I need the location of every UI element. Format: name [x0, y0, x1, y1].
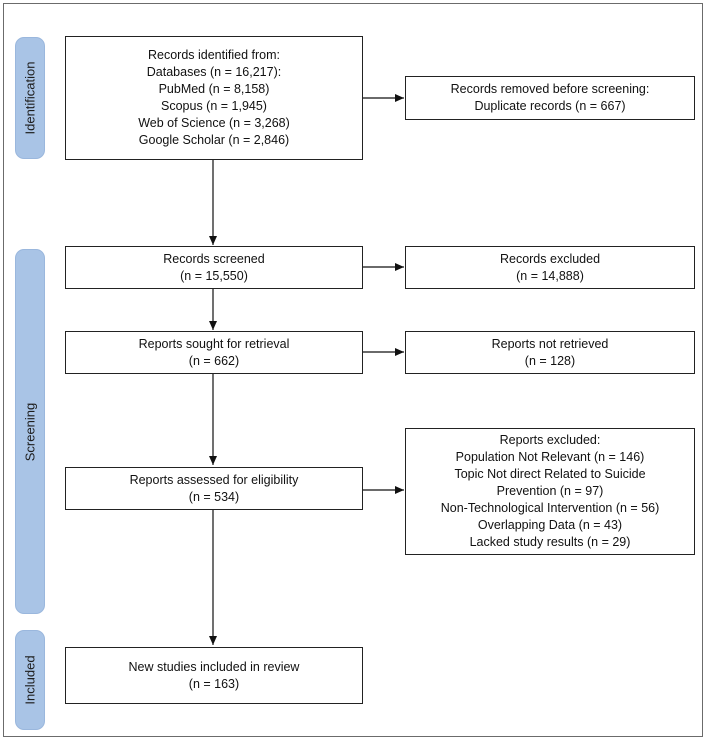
records-screened-line-2: (n = 15,550)	[180, 268, 248, 283]
reports-excluded-line-5: Non-Technological Intervention (n = 56)	[440, 501, 660, 515]
reports-not-retrieved-line-2: (n = 128)	[524, 353, 576, 368]
records-excluded-box: Records excluded (n = 14,888)	[405, 246, 695, 289]
records-removed-line-1: Records removed before screening:	[450, 82, 650, 96]
phase-included: Included	[15, 630, 45, 730]
reports-excluded-line-7: Lacked study results (n = 29)	[469, 535, 631, 549]
reports-excluded-line-4: Prevention (n = 97)	[496, 484, 604, 498]
records-identified-line-3: PubMed (n = 8,158)	[158, 82, 270, 96]
records-excluded-line-1: Records excluded	[499, 251, 601, 266]
reports-sought-line-2: (n = 662)	[188, 353, 240, 368]
reports-excluded-line-6: Overlapping Data (n = 43)	[477, 518, 623, 532]
phase-identification: Identification	[15, 37, 45, 159]
records-removed-box: Records removed before screening: Duplic…	[405, 76, 695, 120]
reports-excluded-line-1: Reports excluded:	[499, 433, 601, 447]
reports-assessed-line-1: Reports assessed for eligibility	[129, 472, 299, 487]
records-identified-line-5: Web of Science (n = 3,268)	[138, 116, 290, 130]
studies-included-line-1: New studies included in review	[128, 659, 300, 674]
records-identified-line-2: Databases (n = 16,217):	[146, 65, 282, 79]
records-screened-box: Records screened (n = 15,550)	[65, 246, 363, 289]
records-identified-line-4: Scopus (n = 1,945)	[161, 99, 267, 113]
reports-not-retrieved-box: Reports not retrieved (n = 128)	[405, 331, 695, 374]
records-identified-line-1: Records identified from:	[147, 48, 280, 62]
reports-sought-line-1: Reports sought for retrieval	[138, 336, 290, 351]
reports-assessed-line-2: (n = 534)	[188, 489, 240, 504]
studies-included-box: New studies included in review (n = 163)	[65, 647, 363, 704]
records-removed-line-2: Duplicate records (n = 667)	[474, 99, 626, 113]
records-screened-line-1: Records screened	[163, 251, 265, 266]
records-identified-box: Records identified from: Databases (n = …	[65, 36, 363, 160]
diagram-frame	[3, 3, 703, 737]
reports-assessed-box: Reports assessed for eligibility (n = 53…	[65, 467, 363, 510]
reports-not-retrieved-line-1: Reports not retrieved	[491, 336, 609, 351]
reports-excluded-box: Reports excluded: Population Not Relevan…	[405, 428, 695, 555]
reports-sought-box: Reports sought for retrieval (n = 662)	[65, 331, 363, 374]
studies-included-line-2: (n = 163)	[188, 676, 240, 691]
records-excluded-line-2: (n = 14,888)	[516, 268, 584, 283]
phase-screening: Screening	[15, 249, 45, 614]
reports-excluded-line-3: Topic Not direct Related to Suicide	[454, 467, 646, 481]
records-identified-line-6: Google Scholar (n = 2,846)	[138, 133, 290, 147]
reports-excluded-line-2: Population Not Relevant (n = 146)	[455, 450, 645, 464]
